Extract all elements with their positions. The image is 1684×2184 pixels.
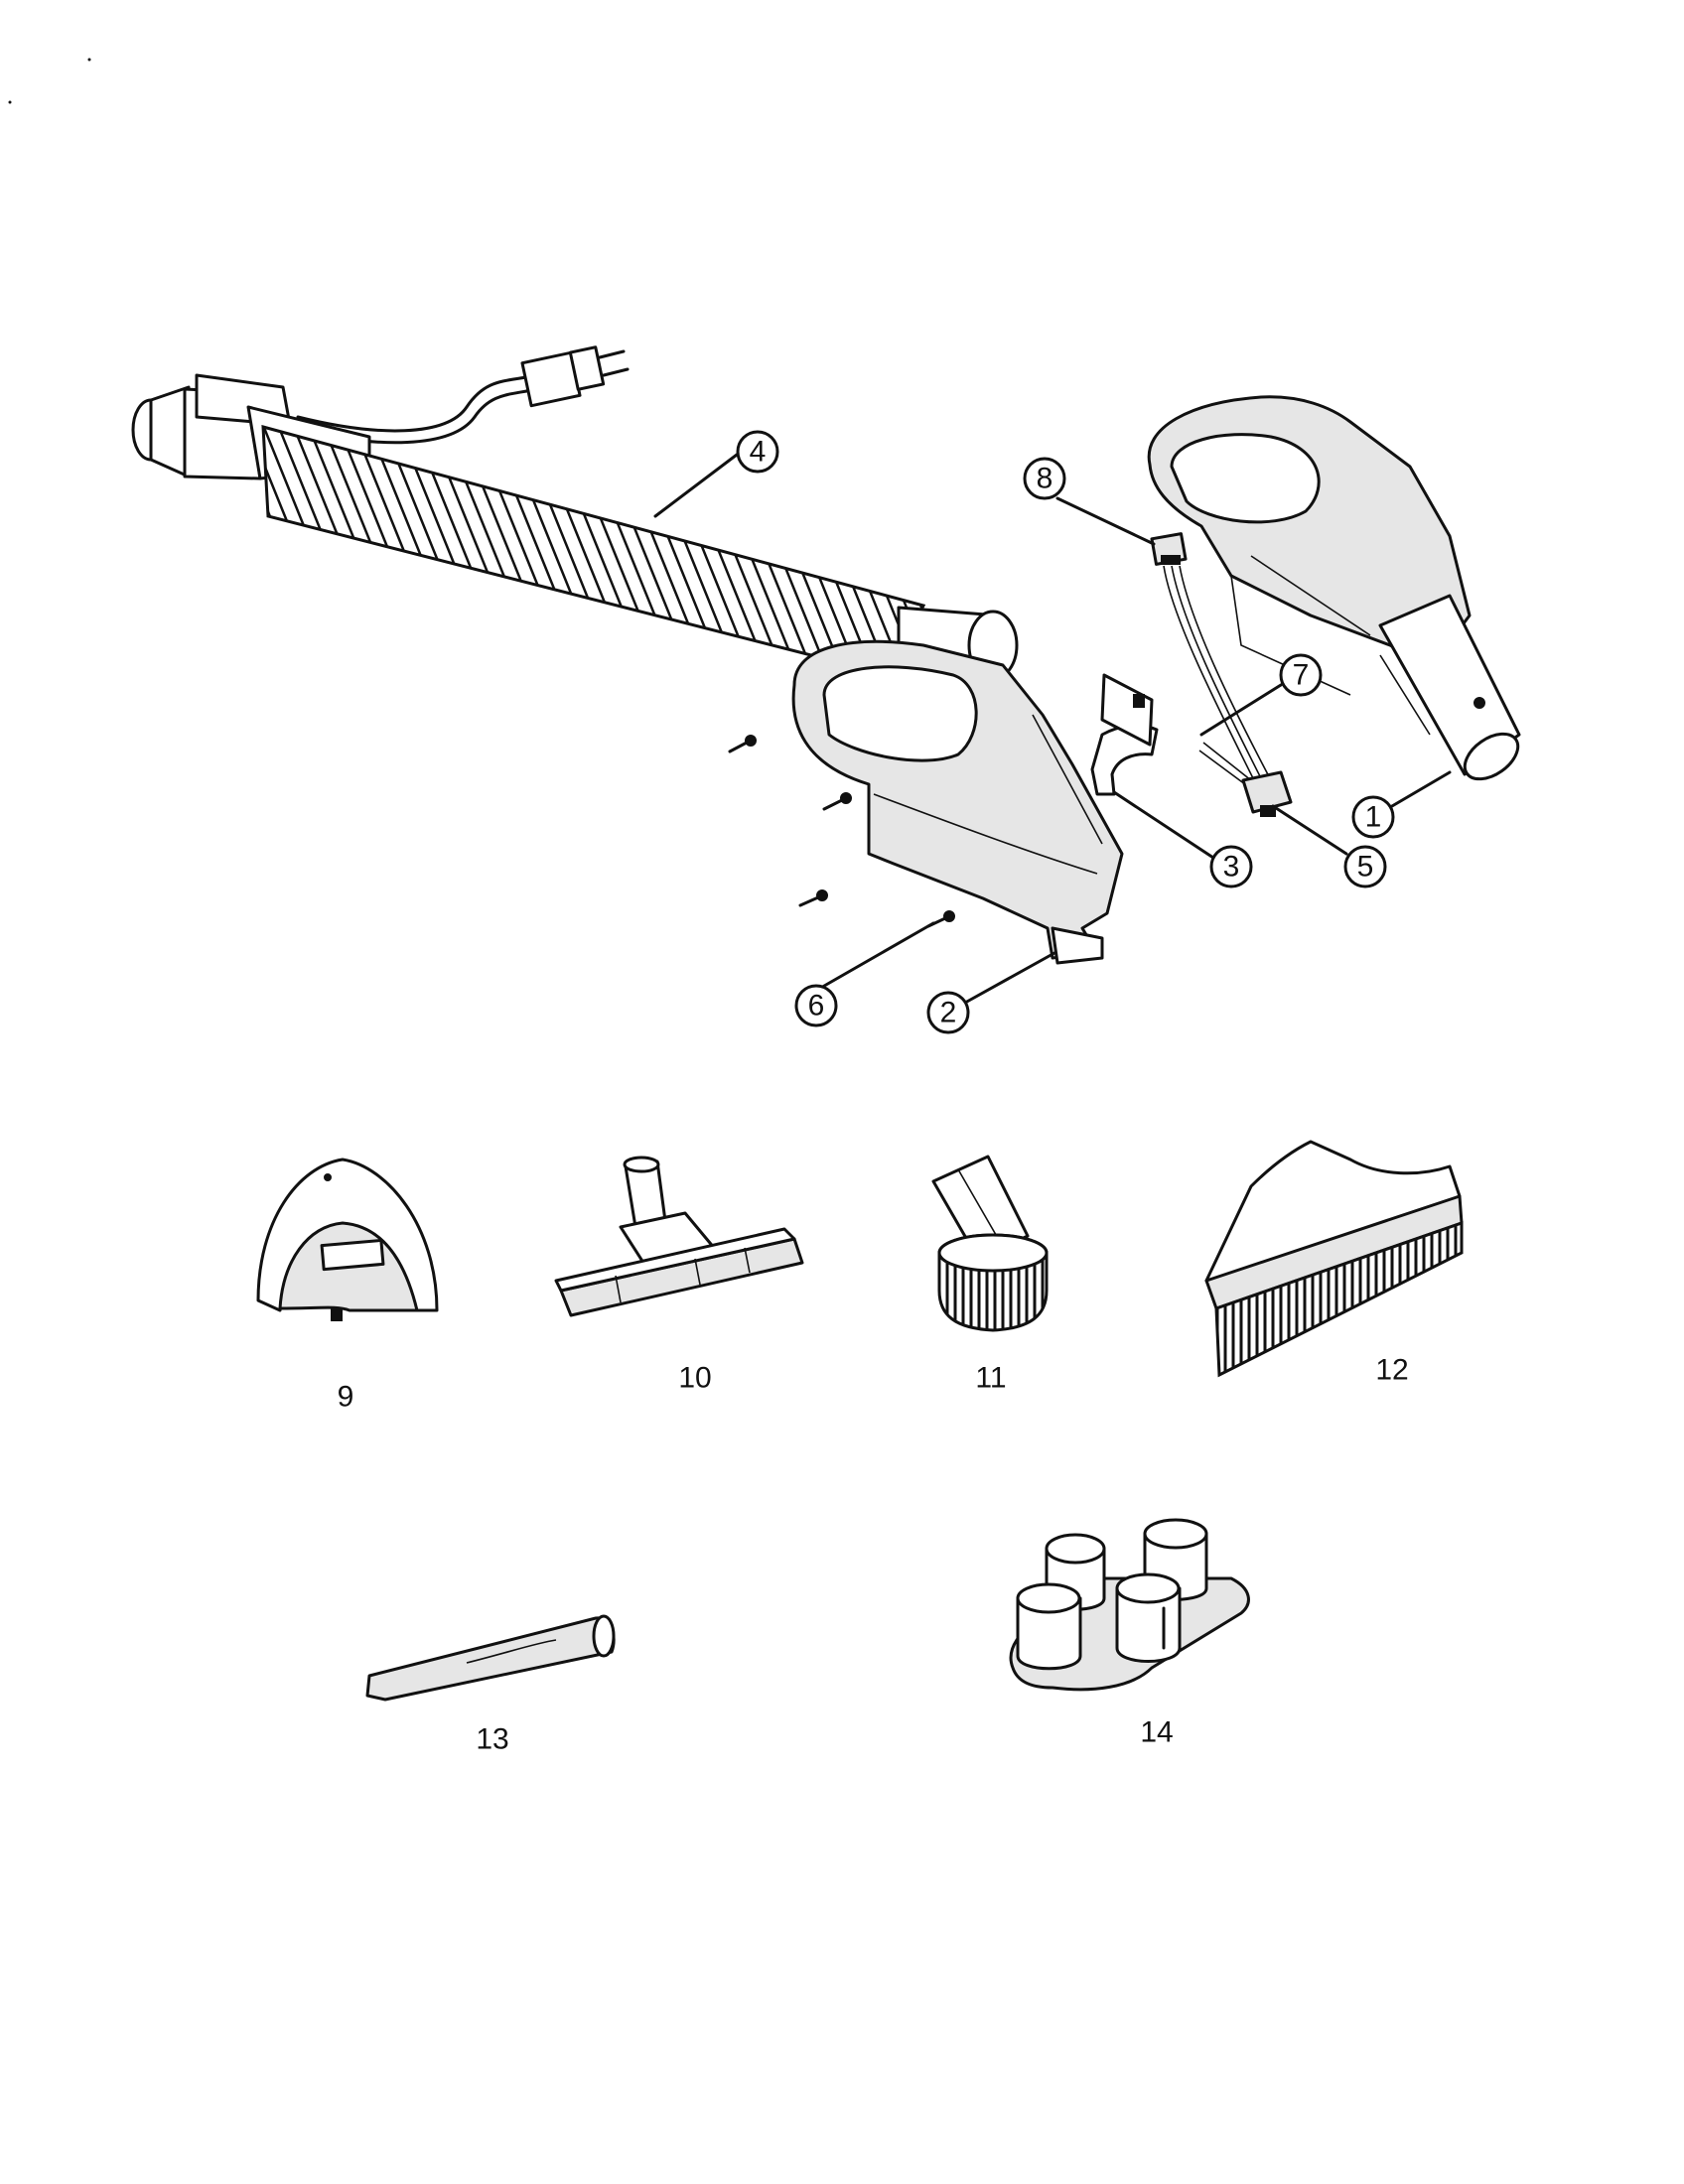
callout-number: 2 xyxy=(940,997,957,1029)
dusting-brush-bristles xyxy=(937,1251,1049,1332)
switch-plate xyxy=(1100,673,1154,747)
handle-nozzle-tip xyxy=(1051,926,1104,965)
callout-number: 1 xyxy=(1365,801,1382,834)
leader-line-2 xyxy=(963,951,1056,1005)
callout-number: 8 xyxy=(1037,463,1053,495)
corrugated-hose xyxy=(261,425,926,677)
upper-handle-part xyxy=(1147,395,1521,781)
item-label-14: 14 xyxy=(1140,1716,1173,1749)
screw xyxy=(798,889,828,907)
callout-3: 3 xyxy=(1209,845,1253,888)
screw xyxy=(822,792,852,811)
callout-4: 4 xyxy=(736,430,779,474)
callout-circle xyxy=(926,991,970,1034)
dusting-brush-accessory xyxy=(931,1155,1049,1332)
leader-line-7 xyxy=(1199,683,1283,737)
switch-part xyxy=(1150,532,1188,566)
handle-grip-opening xyxy=(822,665,978,762)
upper-handle-nozzle-tube xyxy=(1378,594,1521,776)
switch-cover-part xyxy=(1090,673,1159,796)
power-cord xyxy=(296,373,538,433)
floor-tool-accessory xyxy=(554,1156,804,1317)
callout-1: 1 xyxy=(1351,795,1395,839)
callout-7: 7 xyxy=(1279,653,1323,697)
speck xyxy=(87,58,91,62)
screws-part xyxy=(728,735,955,928)
upholstery-brush-bristles xyxy=(1214,1220,1464,1378)
callout-circle xyxy=(1023,457,1066,500)
upper-handle-grip-opening xyxy=(1170,433,1321,524)
hose-assembly-part xyxy=(131,345,1019,681)
callout-8: 8 xyxy=(1023,457,1066,500)
connector-part xyxy=(1241,770,1293,817)
item-label-9: 9 xyxy=(338,1381,354,1414)
callout-number: 7 xyxy=(1293,659,1310,692)
callout-2: 2 xyxy=(926,991,970,1034)
plug-prong xyxy=(602,367,630,377)
callout-leaders xyxy=(653,450,1452,1005)
lower-handle-part xyxy=(791,639,1124,965)
screw xyxy=(728,735,757,753)
connector-block xyxy=(1241,770,1293,814)
wire-lead xyxy=(1202,742,1257,785)
wire-leads-part xyxy=(1163,565,1272,791)
callout-circle xyxy=(794,984,838,1027)
callout-number: 5 xyxy=(1357,851,1374,884)
callout-number: 3 xyxy=(1223,851,1240,884)
callout-5: 5 xyxy=(1343,845,1387,888)
handle-cover-accessory xyxy=(256,1158,439,1321)
callout-number: 4 xyxy=(750,436,767,469)
callout-circle xyxy=(736,430,779,474)
callout-circle xyxy=(1351,795,1395,839)
callout-circle xyxy=(1279,653,1323,697)
plug-prong xyxy=(598,349,626,359)
leader-line-6 xyxy=(810,921,935,995)
speck xyxy=(8,100,12,104)
upholstery-brush-top xyxy=(1204,1140,1462,1293)
leader-line-1 xyxy=(1390,770,1452,808)
item-label-13: 13 xyxy=(476,1723,508,1756)
crevice-tool-accessory xyxy=(365,1614,616,1702)
callout-number: 6 xyxy=(808,990,825,1023)
item-label-11: 11 xyxy=(975,1362,1006,1395)
callout-6: 6 xyxy=(794,984,838,1027)
leader-line-8 xyxy=(1055,496,1156,546)
item-label-12: 12 xyxy=(1375,1354,1408,1387)
callout-circle xyxy=(1209,845,1253,888)
callout-circle xyxy=(1343,845,1387,888)
tool-caddy-accessory xyxy=(1009,1518,1250,1692)
leader-line-5 xyxy=(1271,804,1348,856)
crevice-tool-body xyxy=(365,1616,616,1702)
upholstery-brush-accessory xyxy=(1204,1140,1464,1378)
leader-line-4 xyxy=(653,450,743,518)
tool-caddy-cup xyxy=(1016,1596,1082,1671)
item-label-10: 10 xyxy=(678,1362,711,1395)
leader-line-3 xyxy=(1112,790,1215,860)
handle-cover-label-recess xyxy=(320,1238,385,1272)
